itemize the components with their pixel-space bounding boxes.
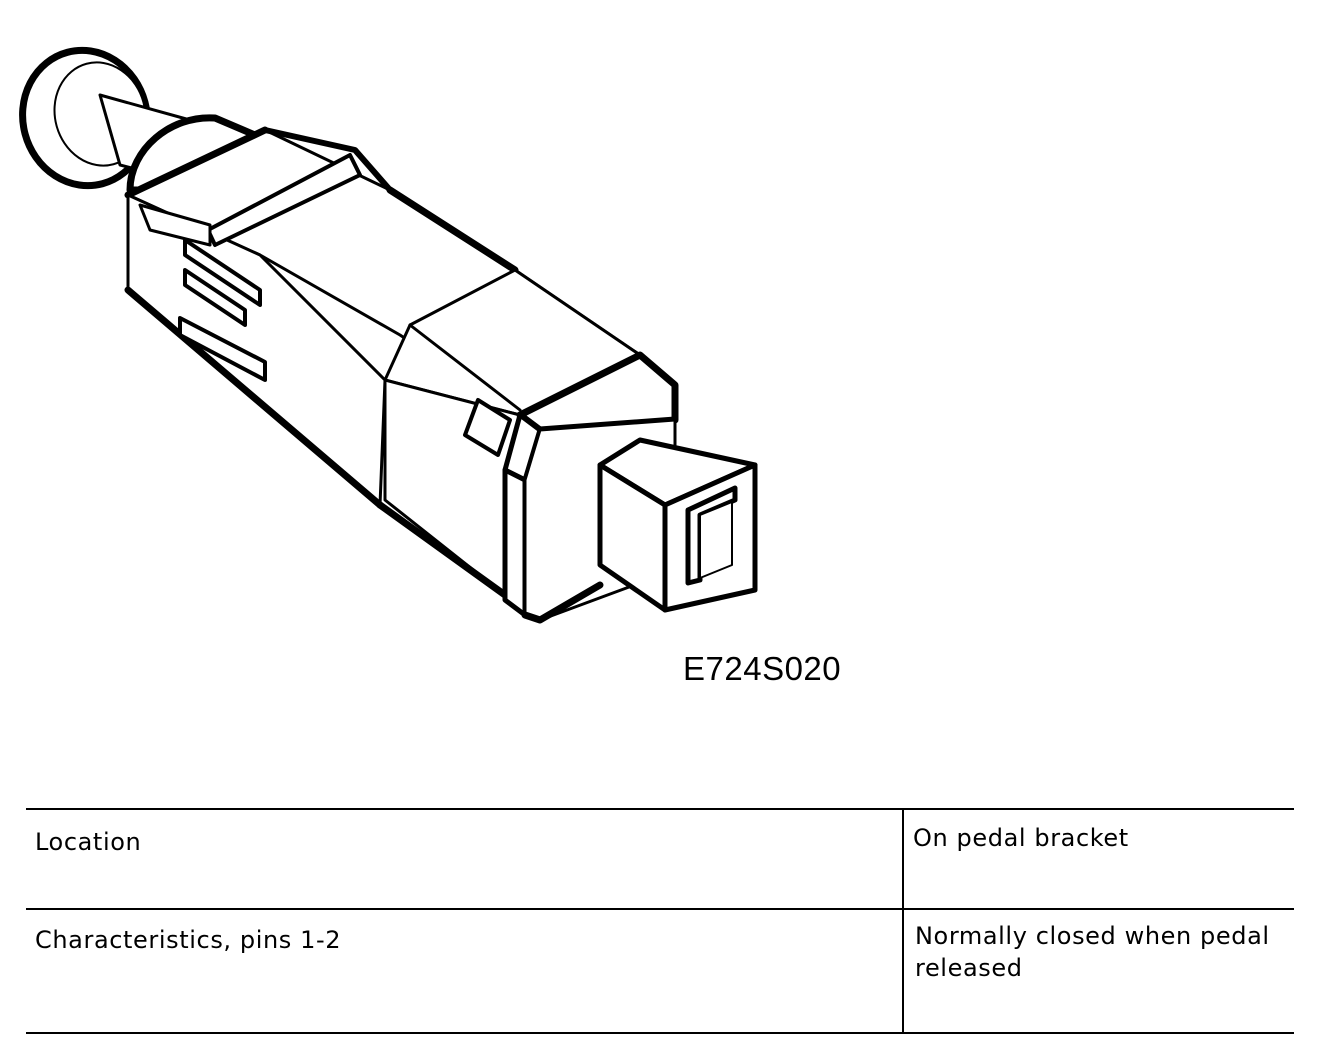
table-row-characteristics-label: Characteristics, pins 1-2 (35, 926, 342, 954)
component-illustration (0, 0, 800, 640)
spec-table: Location On pedal bracket Characteristic… (26, 808, 1294, 1034)
table-top-rule (26, 808, 1294, 810)
table-column-divider (902, 808, 904, 1034)
table-row-location-label: Location (35, 828, 142, 856)
table-row-characteristics-value: Normally closed when pedal released (915, 922, 1270, 982)
table-bottom-rule (26, 1032, 1294, 1034)
figure-code: E724S020 (683, 650, 842, 687)
table-row-divider (26, 908, 1294, 910)
table-row-location-value: On pedal bracket (913, 824, 1129, 852)
brake-pedal-switch-icon (19, 46, 758, 624)
